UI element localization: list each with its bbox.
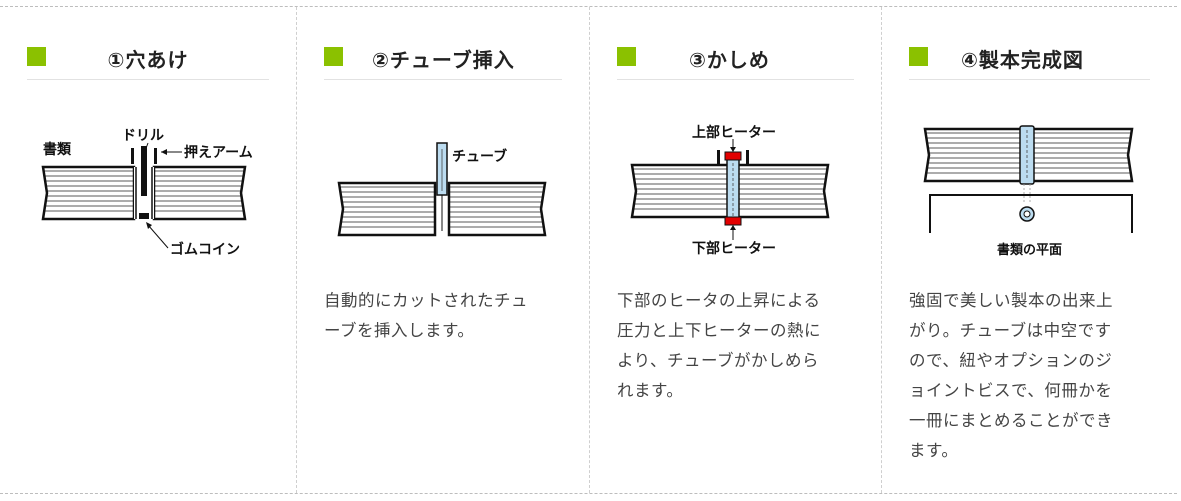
step-header: ③かしめ xyxy=(617,47,854,80)
step-header: ②チューブ挿入 xyxy=(324,47,562,80)
description-line: 一冊にまとめることができ xyxy=(909,411,1113,430)
green-square-icon xyxy=(909,47,928,66)
description-line: ます。 xyxy=(909,441,959,460)
description-line: 強固で美しい製本の出来上 xyxy=(909,291,1113,310)
description-line: より、チューブがかしめら xyxy=(617,351,820,370)
description-line: 下部のヒータの上昇による xyxy=(617,291,821,310)
step-description: 自動的にカットされたチュ ーブを挿入します。 xyxy=(324,286,564,346)
step-crimping: ③かしめ 上部ヒーター 下部ヒーター 下部のヒータの上昇による 圧力と上下ヒータ… xyxy=(589,7,881,493)
step-description: 下部のヒータの上昇による 圧力と上下ヒーターの熱に より、チューブがかしめら れ… xyxy=(617,286,857,406)
label-tube: チューブ xyxy=(452,148,507,165)
label-upper-heater: 上部ヒーター xyxy=(692,124,776,141)
step-description: 強固で美しい製本の出来上 がり。チューブは中空です ので、紐やオプションのジ ョ… xyxy=(909,286,1149,466)
step-title: ③かしめ xyxy=(689,48,770,72)
green-square-icon xyxy=(617,47,636,66)
description-line: ョイントビスで、何冊かを xyxy=(909,381,1113,400)
tube-insertion-diagram: チューブ xyxy=(337,142,547,237)
step-title: ②チューブ挿入 xyxy=(372,48,515,72)
step-tube-insertion: ②チューブ挿入 チューブ 自動的にカットされたチュ ーブを挿入します。 xyxy=(296,7,589,493)
step-title: ④製本完成図 xyxy=(961,48,1084,72)
crimping-diagram: 上部ヒーター 下部ヒーター xyxy=(630,124,830,257)
step-title: ①穴あけ xyxy=(107,48,189,72)
finished-binding-diagram: 書類の平面 xyxy=(923,125,1134,258)
step-header: ④製本完成図 xyxy=(909,47,1150,80)
step-header: ①穴あけ xyxy=(27,47,269,80)
step-finished-binding: ④製本完成図 書類の平面 強固で美しい製本の出来上 がり。チューブは中空です の… xyxy=(881,7,1177,493)
label-document-plane: 書類の平面 xyxy=(997,242,1062,258)
step-drilling: ①穴あけ xyxy=(0,7,296,493)
drilling-diagram: 書類 ドリル 押えアーム ゴムコイン xyxy=(41,128,253,258)
label-lower-heater: 下部ヒーター xyxy=(692,240,776,257)
description-line: れます。 xyxy=(617,381,684,400)
green-square-icon xyxy=(27,47,46,66)
description-line: 圧力と上下ヒーターの熱に xyxy=(617,321,821,340)
label-press-arm: 押えアーム xyxy=(184,144,253,161)
label-rubber-coin: ゴムコイン xyxy=(170,241,240,258)
label-drill: ドリル xyxy=(122,128,164,144)
description-line: ので、紐やオプションのジ xyxy=(909,351,1113,370)
label-documents: 書類 xyxy=(43,141,72,158)
description-line: 自動的にカットされたチュ xyxy=(324,291,528,310)
description-line: がり。チューブは中空です xyxy=(909,321,1112,340)
description-line: ーブを挿入します。 xyxy=(324,321,475,340)
steps-panel xyxy=(0,6,1177,494)
green-square-icon xyxy=(324,47,343,66)
